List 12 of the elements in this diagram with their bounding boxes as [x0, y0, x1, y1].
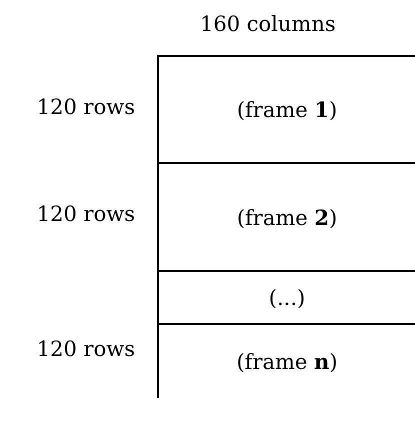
frame-row	[157, 162, 415, 270]
frame-row	[157, 323, 415, 398]
frame-label: (...)	[268, 286, 306, 310]
frame-row	[157, 55, 415, 162]
frame-row	[157, 270, 415, 323]
row-count-label: 120 rows	[36, 94, 135, 118]
frame-label: (frame 1)	[236, 97, 338, 122]
frame-label: (frame n)	[236, 349, 338, 374]
row-count-label: 120 rows	[36, 202, 135, 226]
column-count-label: 160 columns	[200, 12, 336, 36]
row-count-label: 120 rows	[36, 337, 135, 361]
frame-label: (frame 2)	[236, 204, 338, 230]
